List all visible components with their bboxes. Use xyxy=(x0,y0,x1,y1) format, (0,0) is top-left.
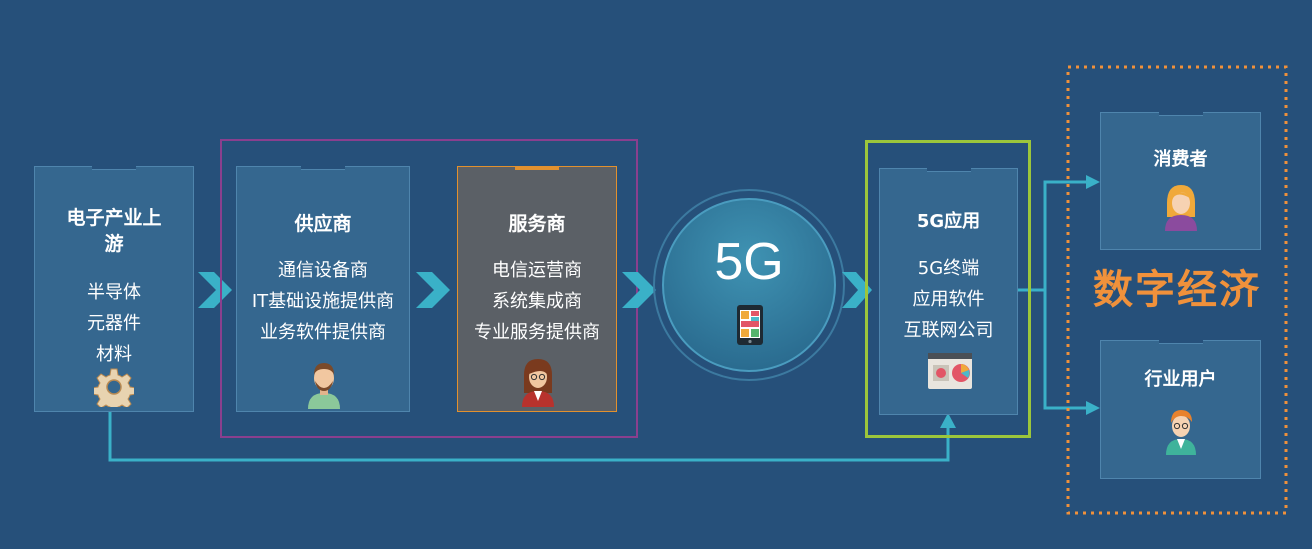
female-user-icon xyxy=(1165,185,1197,231)
5g-app-card: 5G应用 5G终端 应用软件 互联网公司 xyxy=(879,167,1018,415)
card-notch xyxy=(92,165,136,170)
upstream-item-materials: 材料 xyxy=(96,344,132,365)
supplier-item-business-software: 业务软件提供商 xyxy=(260,322,386,343)
upstream-item-components: 元器件 xyxy=(87,313,141,334)
card-notch xyxy=(1158,339,1203,344)
5g-app-items: 5G终端 应用软件 互联网公司 xyxy=(880,253,1017,346)
upstream-card: 电子产业上 游 半导体 元器件 材料 xyxy=(34,165,194,412)
woman-avatar-icon xyxy=(522,359,554,407)
5g-app-title: 5G应用 xyxy=(916,211,981,232)
industry-user-card: 行业用户 xyxy=(1100,339,1261,479)
supplier-item-it-infrastructure: IT基础设施提供商 xyxy=(251,291,395,312)
consumer-card: 消费者 xyxy=(1100,111,1261,250)
man-avatar-icon xyxy=(308,363,340,409)
5g-app-item-internet-company: 互联网公司 xyxy=(903,320,994,341)
digital-economy-title: 数字经济 xyxy=(1093,267,1261,313)
supplier-service-group-frame xyxy=(220,139,638,438)
upstream-title: 电子产业上 游 xyxy=(35,205,193,257)
card-notch xyxy=(926,167,971,172)
service-item-professional-services: 专业服务提供商 xyxy=(474,322,600,343)
app-group-frame xyxy=(865,140,1031,438)
service-item-system-integrator: 系统集成商 xyxy=(492,291,582,312)
upstream-title-line1: 电子产业上 xyxy=(66,207,162,229)
industry-user-title: 行业用户 xyxy=(1144,369,1217,390)
card-notch xyxy=(515,166,559,170)
card-notch xyxy=(301,165,345,170)
consumer-title: 消费者 xyxy=(1153,149,1208,170)
5g-label: 5G xyxy=(714,233,784,291)
service-card: 服务商 电信运营商 系统集成商 专业服务提供商 xyxy=(457,166,617,412)
flow-arrow-3 xyxy=(622,272,656,308)
service-title: 服务商 xyxy=(508,213,566,235)
service-item-telecom-operator: 电信运营商 xyxy=(492,260,582,281)
upstream-item-semiconductor: 半导体 xyxy=(87,282,141,303)
supplier-items: 通信设备商 IT基础设施提供商 业务软件提供商 xyxy=(237,255,409,348)
5g-circle: 5G xyxy=(652,188,846,382)
supplier-title: 供应商 xyxy=(294,213,352,235)
upstream-title-line2: 游 xyxy=(104,233,124,255)
flow-arrow-2 xyxy=(416,272,450,308)
dashboard-icon xyxy=(928,353,972,389)
upstream-items: 半导体 元器件 材料 xyxy=(35,277,193,370)
supplier-item-telecom-equipment: 通信设备商 xyxy=(278,260,368,281)
flow-arrow-1 xyxy=(198,272,232,308)
5g-circle-shape xyxy=(653,189,845,381)
tablet-icon xyxy=(737,305,763,345)
supplier-card: 供应商 通信设备商 IT基础设施提供商 业务软件提供商 xyxy=(236,165,410,412)
gear-icon xyxy=(94,368,134,407)
service-items: 电信运营商 系统集成商 专业服务提供商 xyxy=(458,255,616,348)
male-user-icon xyxy=(1166,410,1196,455)
5g-app-item-software: 应用软件 xyxy=(912,289,985,310)
5g-app-item-terminal: 5G终端 xyxy=(917,258,980,279)
digital-economy-frame xyxy=(1066,65,1288,515)
card-notch xyxy=(1158,111,1203,116)
